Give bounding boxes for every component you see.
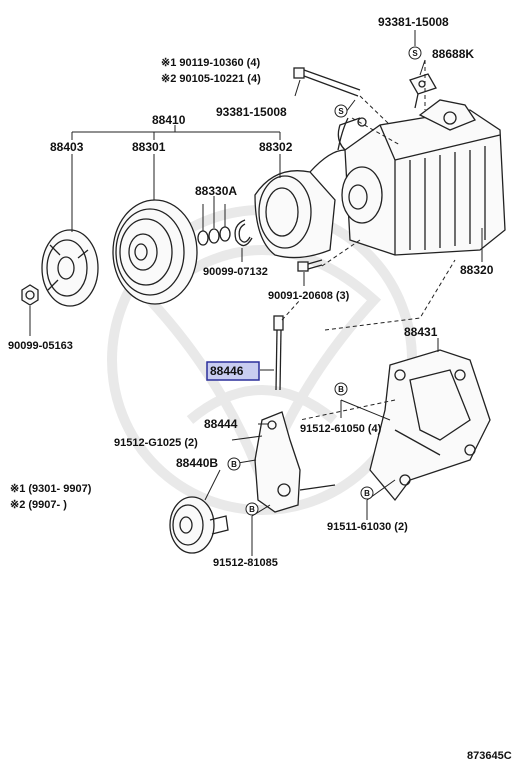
leader-lines <box>29 30 483 556</box>
label-90091-20608[interactable]: 90091-20608 (3) <box>268 290 350 302</box>
compressor-assembly[interactable] <box>337 99 506 256</box>
label-93381-15008-mid[interactable]: 93381-15008 <box>216 105 287 119</box>
label-88444[interactable]: 88444 <box>204 417 238 431</box>
nut-90099-05163[interactable] <box>21 284 39 306</box>
badge-b-g1025: B <box>227 457 241 471</box>
diagram-id: 873645C <box>467 750 512 762</box>
svg-text:B: B <box>231 460 237 469</box>
badge-b-81085: B <box>245 502 259 516</box>
label-88446[interactable]: 88446 <box>210 364 244 378</box>
pulley-rotor-88301[interactable] <box>112 199 198 305</box>
idler-pulley-88440b[interactable] <box>169 496 229 554</box>
svg-text:S: S <box>412 49 418 58</box>
label-93381-15008-top[interactable]: 93381-15008 <box>378 15 449 29</box>
label-88403[interactable]: 88403 <box>50 140 84 154</box>
label-88302[interactable]: 88302 <box>259 140 293 154</box>
label-91512-g1025[interactable]: 91512-G1025 (2) <box>114 437 198 449</box>
highlight-88446 <box>206 361 260 381</box>
svg-text:B: B <box>338 385 344 394</box>
svg-text:B: B <box>249 505 255 514</box>
part-labels: 93381-15008 88688K ※1 90119-10360 (4) ※2… <box>8 15 512 762</box>
label-91512-61050[interactable]: 91512-61050 (4) <box>300 423 382 435</box>
label-90119-10360[interactable]: ※1 90119-10360 (4) <box>161 57 260 69</box>
field-coil-88302[interactable] <box>254 149 346 259</box>
svg-text:B: B <box>364 489 370 498</box>
idler-bracket-88444[interactable] <box>254 411 336 513</box>
stud-93381-mid[interactable] <box>337 117 349 151</box>
label-88431[interactable]: 88431 <box>404 325 438 339</box>
label-90099-07132[interactable]: 90099-07132 <box>203 266 268 278</box>
label-88301[interactable]: 88301 <box>132 140 166 154</box>
label-88688k[interactable]: 88688K <box>432 47 474 61</box>
badge-b-61030: B <box>360 486 374 500</box>
label-88330a[interactable]: 88330A <box>195 184 237 198</box>
mounting-bracket-88431[interactable] <box>369 349 491 502</box>
label-88410[interactable]: 88410 <box>152 113 186 127</box>
badge-s-top: S <box>408 46 422 60</box>
wire-clamp-88688k[interactable] <box>409 73 437 109</box>
label-90099-05163[interactable]: 90099-05163 <box>8 340 73 352</box>
label-88440b[interactable]: 88440B <box>176 456 218 470</box>
long-bolt-88446[interactable] <box>273 315 284 391</box>
pressure-plate-88403[interactable] <box>41 229 99 307</box>
label-91511-61030[interactable]: 91511-61030 (2) <box>327 521 408 533</box>
label-88320[interactable]: 88320 <box>460 263 494 277</box>
note-2: ※2 (9907- ) <box>10 499 67 511</box>
note-1: ※1 (9301- 9907) <box>10 483 92 495</box>
bolt-90119-10360[interactable] <box>293 67 361 97</box>
bolt-90091-20608[interactable] <box>297 259 323 272</box>
badge-s-mid: S <box>334 104 348 118</box>
label-91512-81085[interactable]: 91512-81085 <box>213 557 278 569</box>
badge-b-61050: B <box>334 382 348 396</box>
svg-text:S: S <box>338 107 344 116</box>
snap-ring-90099-07132[interactable] <box>234 219 253 247</box>
label-90105-10221[interactable]: ※2 90105-10221 (4) <box>161 73 261 85</box>
